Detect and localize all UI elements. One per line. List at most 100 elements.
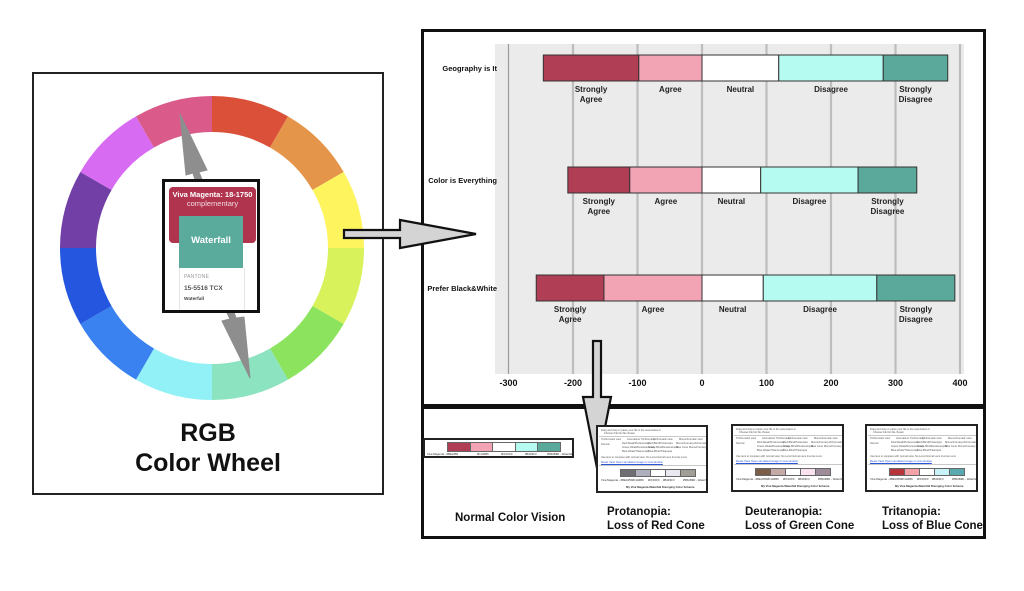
bars xyxy=(535,54,956,302)
normal-vision-palette: Viva Magenta - #BE3455 #F4A6B6 #FFFFFF #… xyxy=(423,438,574,458)
sim-column-header: Monochromatic view xyxy=(948,437,972,440)
protanopia-caption: Protanopia: Loss of Red Cone xyxy=(607,505,705,533)
sim-lens-row: Use lens to compare with normal view: No… xyxy=(870,455,956,458)
caption-line-2: Color Wheel xyxy=(135,449,281,477)
sim-option: Blue-Blind/Tritanopia xyxy=(783,449,807,452)
hex-label: Viva Magenta - #BE3455 xyxy=(601,478,633,482)
sim-option: Normal xyxy=(736,442,745,445)
sim-option: Blue-Weak/Tritanomaly xyxy=(757,449,784,452)
segment-label: Agree xyxy=(655,197,678,206)
hex-label: #FFFFFF xyxy=(917,477,929,481)
palette-chip xyxy=(448,443,471,451)
sim-column-header: Trichromatic view xyxy=(736,437,757,440)
caption-line-1: Deuteranopia: xyxy=(745,506,823,518)
normal-vision-caption: Normal Color Vision xyxy=(455,511,565,525)
sim-option: Blue Cone Monochromacy xyxy=(945,445,976,448)
palette-chip xyxy=(920,469,935,475)
segment-label: Agree xyxy=(642,305,665,314)
palette-chip xyxy=(890,469,905,475)
caption-line-1: Tritanopia: xyxy=(882,506,941,518)
sim-footer: My Viva Magenta-Waterfall Diverging Colo… xyxy=(761,484,830,488)
sim-palette-bar xyxy=(755,468,831,476)
segment-label: Disagree xyxy=(792,197,826,206)
sim-lens-row: Use lens to compare with normal view: No… xyxy=(601,456,687,459)
x-tick-label: 0 xyxy=(699,378,704,388)
palette-chip xyxy=(905,469,920,475)
sim-option: Monochromacy/Achromatopsia xyxy=(676,442,707,445)
right-arrow-icon xyxy=(342,218,477,250)
palette-chip xyxy=(666,470,681,476)
bar-segment-neutral xyxy=(701,166,762,194)
palette-chip xyxy=(515,443,539,451)
sim-option: Green-Blind/Deuteranopia xyxy=(648,446,679,449)
sim-option: Red-Weak/Protanomaly xyxy=(757,441,785,444)
sim-option: Blue-Weak/Tritanomaly xyxy=(622,450,649,453)
hex-label: #FFFFFF xyxy=(501,452,513,456)
sim-option: Monochromacy/Achromatopsia xyxy=(945,441,978,444)
segment-label: Disagree xyxy=(803,305,837,314)
grid-lines xyxy=(507,44,962,374)
category-label: Prefer Black&White xyxy=(427,284,497,293)
hex-label: #5BAB9D - Waterfall xyxy=(952,477,978,481)
palette-chip xyxy=(756,469,771,475)
hex-label: #5BAB9D - Waterfall xyxy=(683,478,708,482)
tritanopia-simulation: Drag and drop or paste your file in the … xyxy=(865,424,978,492)
sim-option: Red-Weak/Protanomaly xyxy=(622,442,650,445)
deuteranopia-caption: Deuteranopia: Loss of Green Cone xyxy=(745,505,854,533)
palette-chip xyxy=(621,470,636,476)
hex-label: #FFFFFF xyxy=(648,478,660,482)
sim-links: Reset View Open simulated image in new w… xyxy=(870,459,932,463)
sim-option: Red-Blind/Protanopia xyxy=(648,442,673,445)
sim-links: Reset View Open simulated image in new w… xyxy=(601,460,663,464)
x-tick-label: -300 xyxy=(499,378,517,388)
sim-column-header: Monochromatic view xyxy=(814,437,838,440)
sim-footer: My Viva Magenta-Waterfall Diverging Colo… xyxy=(895,484,964,488)
sim-column-header: Dichromatic view xyxy=(788,437,808,440)
sim-option: Green-Blind/Deuteranopia xyxy=(917,445,948,448)
sim-column-header: Anomalous Trichromacy xyxy=(627,438,655,441)
tritanopia-caption: Tritanopia: Loss of Blue Cone xyxy=(882,505,983,533)
sim-column-header: Anomalous Trichromacy xyxy=(896,437,924,440)
viva-magenta-title: Viva Magenta: 18-1750 xyxy=(172,190,253,199)
sim-file-input: Choose File No file chosen xyxy=(739,431,770,434)
color-wheel-caption: RGB Color Wheel xyxy=(32,418,384,478)
hex-label: #B4F9F3 xyxy=(932,477,944,481)
sim-footer: My Viva Magenta-Waterfall Diverging Colo… xyxy=(626,485,695,489)
pantone-name: Waterfall xyxy=(184,297,205,302)
palette-chip xyxy=(681,470,695,476)
sim-palette-bar xyxy=(889,468,965,476)
sim-divider xyxy=(734,435,842,436)
sim-column-header: Monochromatic view xyxy=(679,438,703,441)
pantone-info: PANTONE 15-5516 TCX Waterfall xyxy=(179,268,245,310)
hex-label: Viva Magenta - #BE3455 xyxy=(870,477,902,481)
hex-label: #B4F9F3 xyxy=(798,477,810,481)
hex-label: Viva Magenta - #BE3455 xyxy=(736,477,768,481)
sim-column-header: Trichromatic view xyxy=(601,438,622,441)
hex-label: #5BAB9D - Waterfall xyxy=(547,452,573,456)
palette-chip xyxy=(935,469,950,475)
sim-option: Blue-Blind/Tritanopia xyxy=(648,450,672,453)
hex-label: #B4F9F3 xyxy=(525,452,537,456)
sim-option: Blue-Blind/Tritanopia xyxy=(917,449,941,452)
bar-segment-disagree xyxy=(760,166,859,194)
sim-option: Red-Blind/Protanopia xyxy=(783,441,808,444)
waterfall-swatch: Waterfall xyxy=(179,216,243,268)
protanopia-simulation: Drag and drop or paste your file in the … xyxy=(596,425,708,493)
palette-chip xyxy=(801,469,816,475)
sim-header: Drag and drop or paste your file in the … xyxy=(601,429,661,432)
hex-label: #F4A6B6 xyxy=(767,477,779,481)
palette-chip xyxy=(771,469,786,475)
caption-line-1: Normal Color Vision xyxy=(455,512,566,524)
x-tick-label: 400 xyxy=(952,378,967,388)
bar-segment-strongly-disagree xyxy=(857,166,918,194)
sim-option: Green-Weak/Deuteranomaly xyxy=(757,445,790,448)
panel-divider xyxy=(421,404,986,409)
waterfall-swatch-label: Waterfall xyxy=(191,235,231,246)
bar-segment-strongly-agree xyxy=(542,54,640,82)
